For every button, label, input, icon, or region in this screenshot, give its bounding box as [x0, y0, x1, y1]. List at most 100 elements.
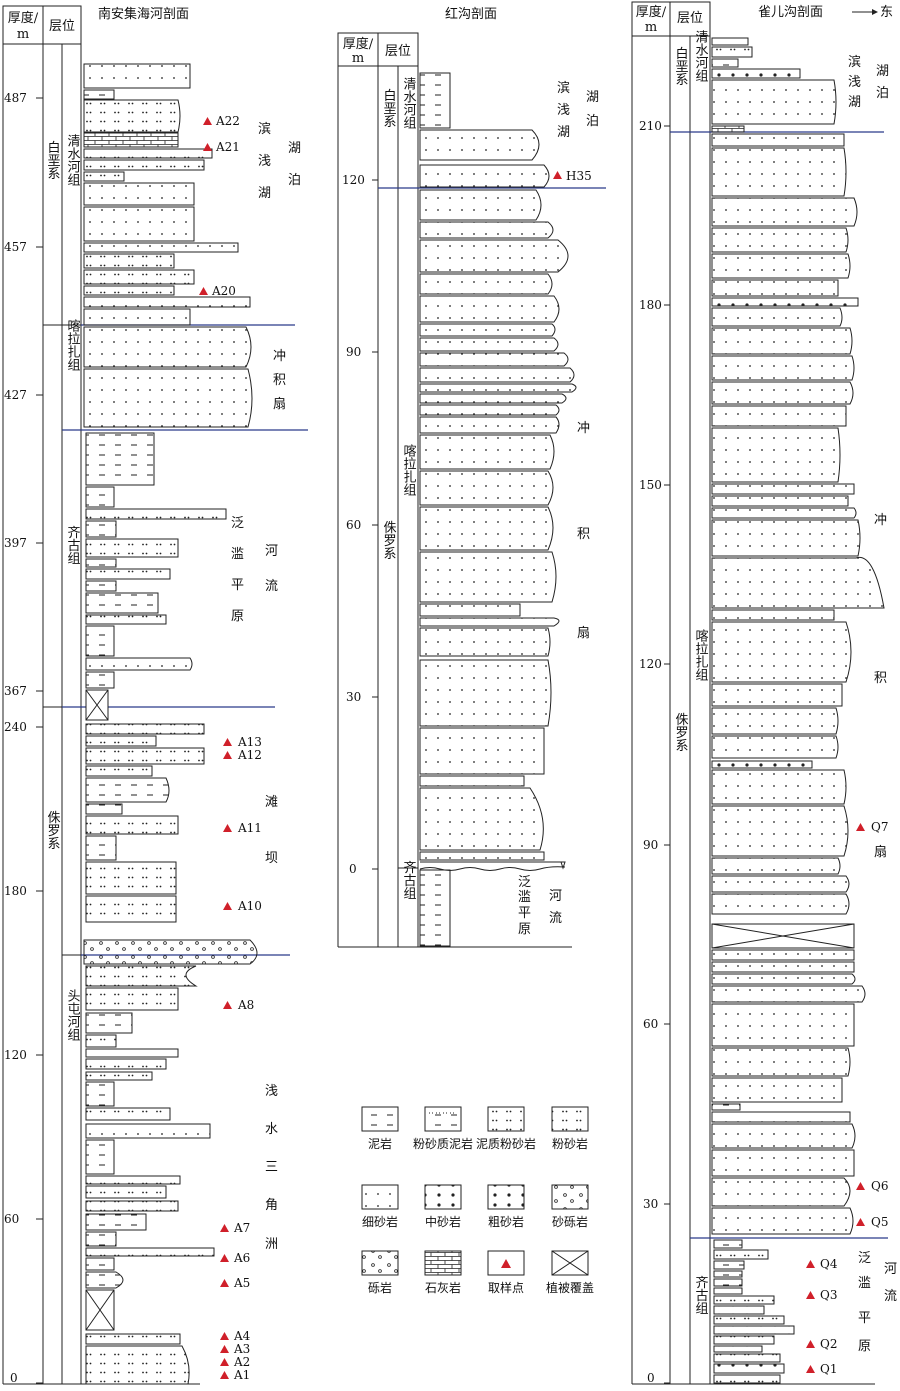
bed-coarse-sandstone: [713, 1325, 795, 1335]
env-char: 滥: [518, 890, 531, 905]
sample-label: A1: [233, 1368, 250, 1382]
bed-fine-sandstone: [83, 368, 253, 428]
bed-mudstone: [711, 1103, 741, 1111]
strat-label: 清水河组: [693, 30, 709, 82]
sample-marker-icon: [501, 1259, 511, 1268]
strat-label: 齐古组: [65, 525, 81, 565]
strat-label: 头屯河组: [65, 989, 81, 1041]
samples-honggou: H35: [553, 169, 592, 183]
sample-marker: A10: [223, 899, 262, 913]
header-unit: m: [645, 20, 657, 35]
sample-label: A10: [237, 899, 262, 913]
header-strat: 层位: [677, 11, 703, 26]
bed-mudstone: [85, 1012, 133, 1034]
tick-label: 210: [639, 119, 662, 133]
bed-siltstone: [85, 895, 177, 923]
bed-siltstone: [85, 965, 198, 987]
bed-siltstone: [85, 747, 205, 765]
strat-label: 侏罗系: [45, 811, 61, 850]
vegetation-cover: [85, 1289, 115, 1331]
env-char: 湖: [848, 95, 861, 110]
sample-label: A5: [233, 1276, 250, 1290]
sample-label: Q2: [820, 1337, 837, 1351]
bed-mudstone: [713, 1239, 743, 1249]
bed-fine-sandstone: [419, 617, 560, 627]
bed-fine-sandstone: [419, 383, 577, 393]
bed-fine-sandstone: [711, 769, 847, 805]
tick-label: 180: [4, 884, 27, 898]
bed-siltstone: [85, 1175, 181, 1185]
bed-fine-sandstone: [711, 805, 849, 857]
sample-marker: A8: [223, 998, 254, 1012]
env-char: 冲: [577, 421, 590, 436]
sample-marker: A22: [203, 114, 240, 128]
tick-label: 150: [639, 478, 662, 492]
bed-fine-sandstone: [711, 79, 837, 125]
bed-mudstone: [85, 486, 115, 508]
direction-label: 东: [880, 5, 893, 20]
sample-label: A20: [211, 284, 236, 298]
bed-fine-sandstone: [711, 1207, 854, 1235]
bed-mudstone: [713, 1278, 743, 1287]
legend-item-conglomeratic-sandstone: 砂砾岩: [551, 1184, 589, 1229]
bed-coarse-sandstone: [713, 1345, 763, 1353]
sample-marker: Q5: [856, 1215, 888, 1229]
bed-siltstone: [83, 269, 195, 285]
bed-fine-sandstone: [711, 949, 855, 961]
bed-fine-sandstone: [83, 182, 195, 206]
sample-marker: A3: [220, 1342, 250, 1356]
strat-label: 清水河组: [65, 134, 81, 186]
env-char: 滨: [258, 121, 271, 137]
bed-mudstone: [711, 58, 739, 68]
bed-siltstone: [85, 861, 177, 895]
tick-label: 0: [349, 862, 357, 876]
sample-label: Q6: [871, 1179, 888, 1193]
strat-label: 清水河组: [401, 77, 417, 129]
bed-fine-sandstone: [711, 985, 866, 1003]
legend-label: 粗砂岩: [488, 1214, 524, 1229]
env-char: 三: [265, 1160, 278, 1175]
bed-fine-sandstone: [711, 973, 856, 985]
bed-fine-sandstone: [419, 470, 554, 506]
sample-marker: Q7: [856, 820, 888, 834]
tick-label: 180: [639, 298, 662, 312]
env-char: 冲: [273, 349, 286, 364]
legend-label: 细砂岩: [362, 1214, 398, 1229]
header-unit: m: [17, 27, 29, 42]
bed-mudstone: [85, 580, 117, 592]
sample-marker: A21: [203, 140, 240, 154]
legend-item-medium-sandstone: 中砂岩: [424, 1184, 462, 1229]
bed-fine-sandstone: [419, 239, 569, 273]
strat-label: 喀拉扎组: [401, 443, 417, 496]
bed-siltstone: [83, 285, 175, 296]
bed-fine-sandstone: [711, 1047, 851, 1077]
env-char: 泛: [858, 1251, 871, 1266]
bed-siltstone: [85, 723, 205, 735]
bed-fine-sandstone: [83, 326, 252, 368]
bed-mudstone: [83, 89, 115, 100]
bed-siltstone: [85, 1058, 167, 1070]
bed-siltstone: [85, 987, 179, 1011]
bed-siltstone: [85, 1333, 181, 1345]
header-unit: m: [352, 51, 364, 66]
sample-label: A4: [233, 1329, 251, 1343]
legend-label: 石灰岩: [425, 1280, 461, 1295]
bed-mudstone: [713, 1270, 743, 1278]
env-char: 泊: [288, 173, 301, 188]
bed-fine-sandstone: [419, 393, 567, 404]
sample-label: Q3: [820, 1288, 837, 1302]
sample-label: Q1: [820, 1362, 837, 1376]
bed-fine-sandstone: [711, 133, 845, 147]
strat-label: 齐古组: [401, 860, 417, 900]
legend-item-sample-point: 取样点: [487, 1250, 525, 1295]
sample-label: A12: [237, 748, 262, 762]
bed-fine-sandstone: [711, 519, 861, 557]
env-char: 湖: [288, 141, 301, 156]
bed-fine-sandstone: [711, 1077, 843, 1103]
bed-fine-sandstone: [419, 851, 545, 861]
bed-fine-sandstone: [83, 242, 239, 253]
bed-fine-sandstone: [711, 405, 847, 427]
tick-label: 457: [4, 240, 27, 254]
bed-siltstone: [713, 1353, 781, 1363]
section-queer: 厚度/ m 层位 雀儿沟剖面 东 210 180 150 120 90 60 3…: [631, 1, 897, 1385]
